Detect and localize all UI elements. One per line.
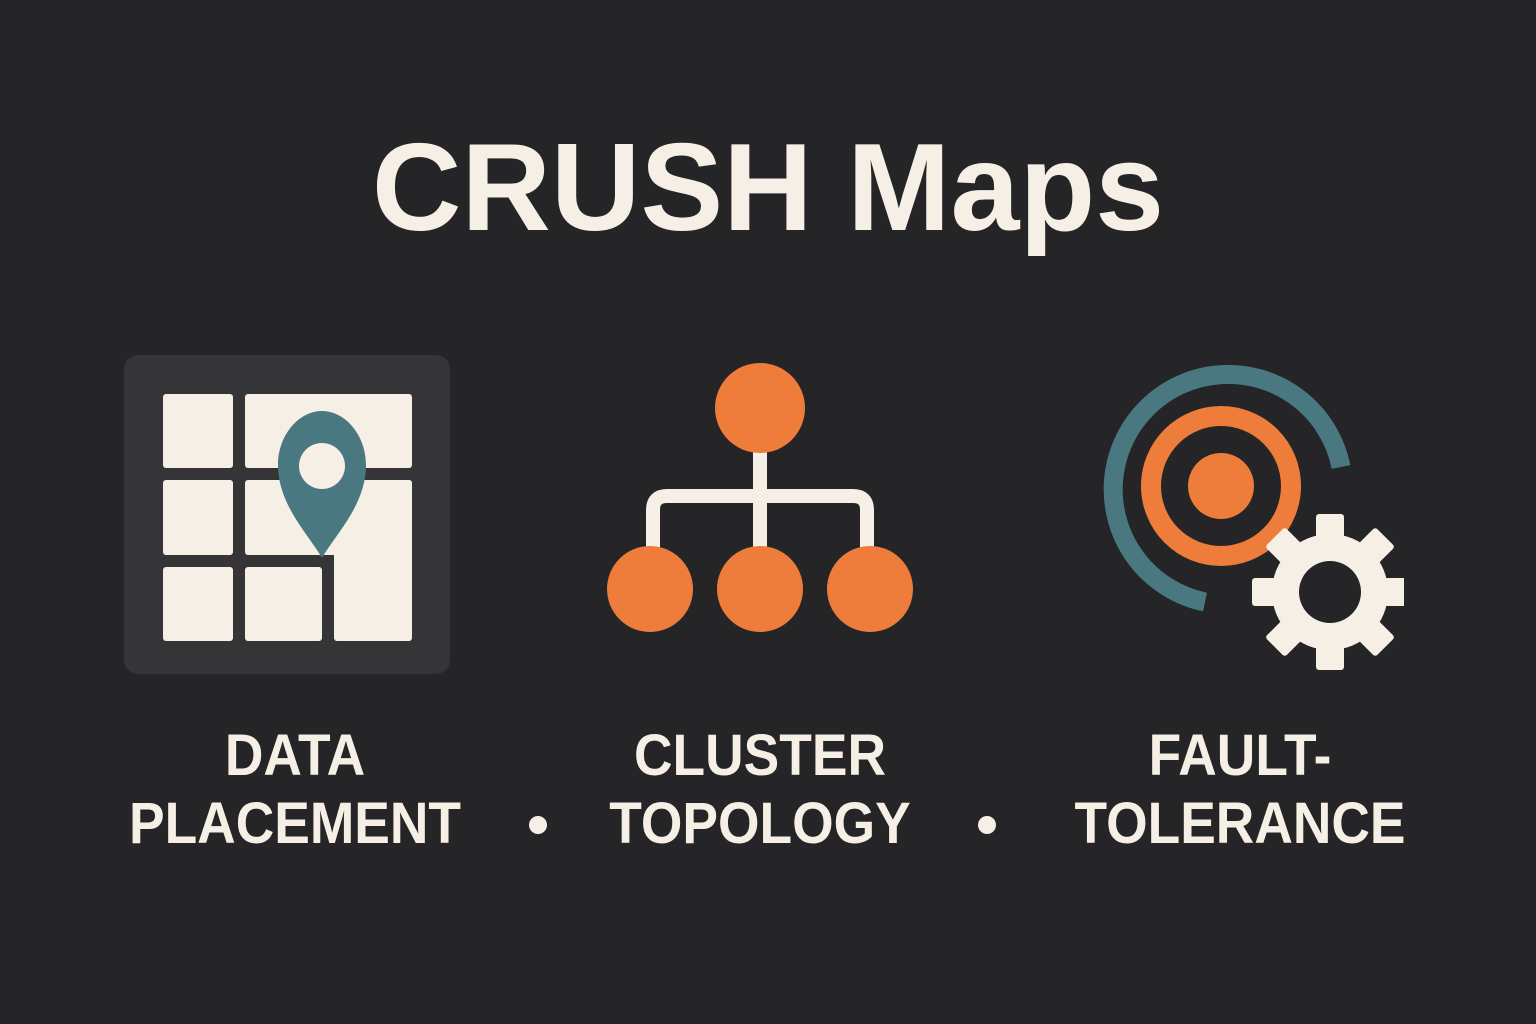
target-gear-icon bbox=[1094, 360, 1408, 676]
feature-label-line: DATA bbox=[224, 723, 366, 788]
bullet-separator bbox=[529, 816, 547, 834]
feature-label-line: TOLERANCE bbox=[1074, 791, 1406, 856]
feature-label-cluster-topology: CLUSTER TOPOLOGY bbox=[576, 722, 944, 858]
feature-label-line: CLUSTER bbox=[634, 723, 886, 788]
map-grid-pin-icon bbox=[124, 355, 450, 674]
hierarchy-tree-icon bbox=[600, 362, 920, 642]
feature-label-line: FAULT- bbox=[1148, 723, 1332, 788]
page-title: CRUSH Maps bbox=[371, 119, 1165, 257]
feature-label-line: PLACEMENT bbox=[128, 791, 462, 856]
bullet-separator bbox=[978, 816, 996, 834]
feature-label-data-placement: DATA PLACEMENT bbox=[106, 722, 483, 858]
feature-label-line: TOPOLOGY bbox=[609, 791, 911, 856]
feature-label-fault-tolerance: FAULT- TOLERANCE bbox=[1047, 722, 1433, 858]
